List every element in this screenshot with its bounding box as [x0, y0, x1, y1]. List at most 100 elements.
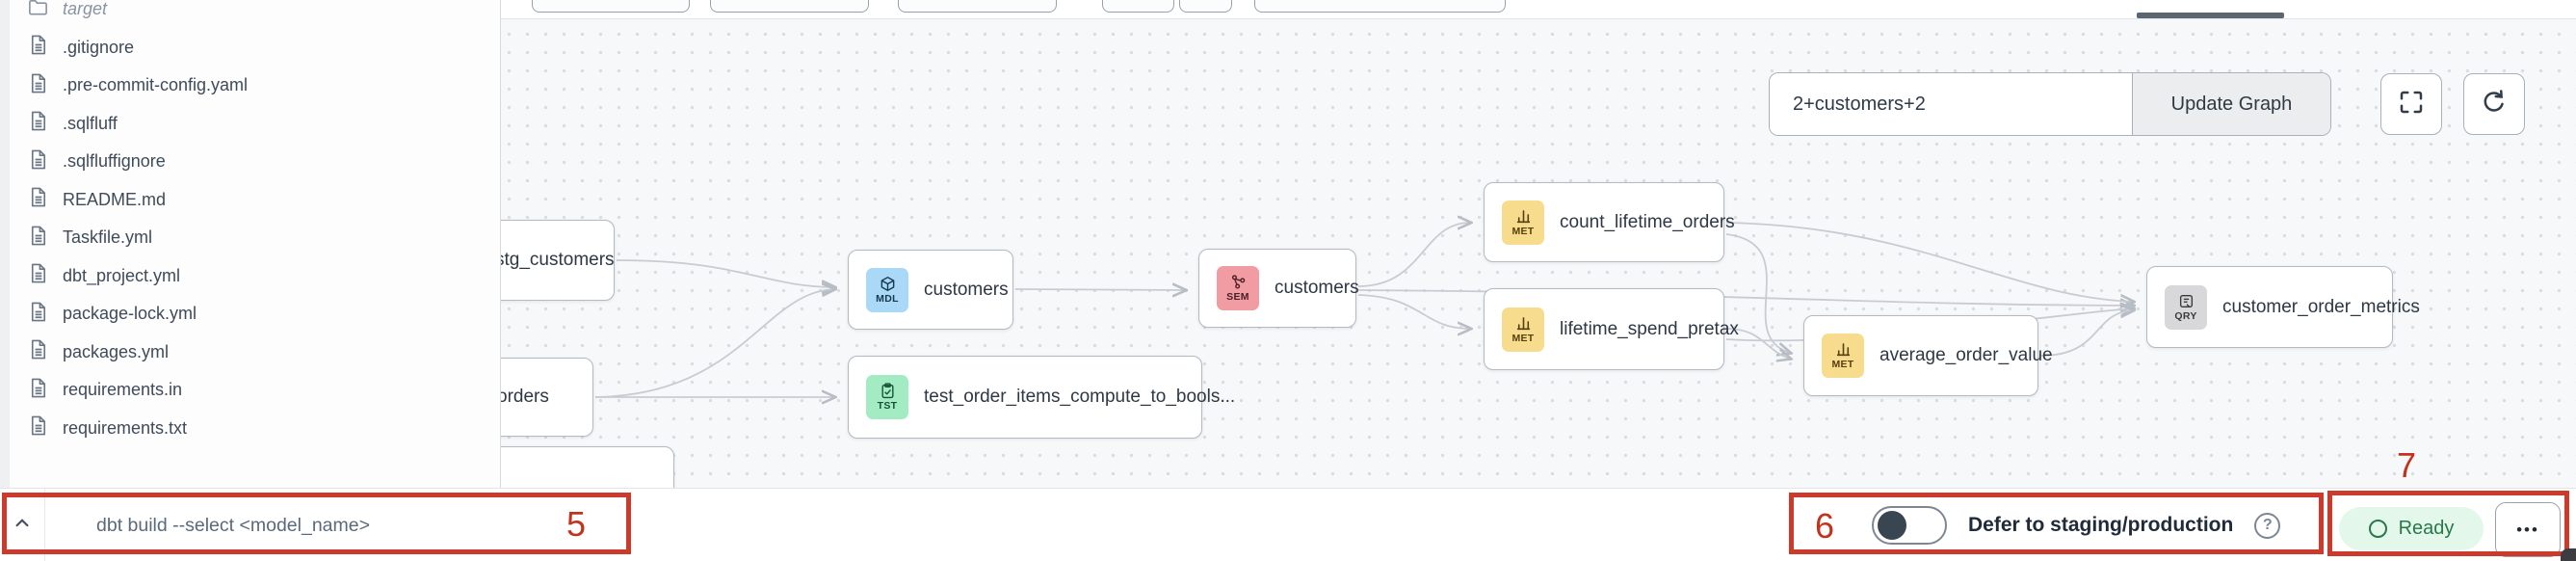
- graph-node-customer_order_metrics[interactable]: QRY customer_order_metrics: [2146, 266, 2420, 348]
- file-icon: [27, 110, 49, 137]
- graph-node-customers_model[interactable]: MDL customers: [848, 250, 1013, 330]
- graph-node-customers_semantic[interactable]: SEM customers: [1198, 249, 1359, 328]
- node-badge-qry: QRY: [2165, 284, 2207, 330]
- metric-bars-icon: [1835, 341, 1852, 358]
- node-badge-met: MET: [1502, 200, 1544, 245]
- toolbar-button-cutoff-4[interactable]: [1179, 0, 1232, 13]
- toolbar-button-cutoff-1[interactable]: [710, 0, 869, 13]
- node-label: count_lifetime_orders: [1560, 211, 1735, 232]
- toolbar-button-cutoff-0[interactable]: [532, 0, 690, 13]
- node-label: customers: [924, 279, 1009, 300]
- defer-group: Defer to staging/production ?: [1872, 489, 2281, 561]
- status-badge[interactable]: Ready: [2339, 507, 2484, 550]
- file-label: requirements.in: [63, 380, 183, 400]
- semantic-branch-icon: [1230, 274, 1247, 290]
- graph-node-test_order_items[interactable]: TST test_order_items_compute_to_bools...: [848, 356, 1235, 439]
- status-label: Ready: [2398, 518, 2455, 539]
- file-icon: [27, 338, 49, 365]
- graph-node-lifetime_spend_pretax[interactable]: MET lifetime_spend_pretax: [1484, 288, 1739, 370]
- toolbar-button-cutoff-2[interactable]: [898, 0, 1057, 13]
- file-item-readme-md[interactable]: README.md: [0, 181, 500, 220]
- node-label: customers: [1275, 278, 1359, 298]
- node-label: stg_customers: [495, 250, 615, 270]
- graph-node-average_order_value[interactable]: MET average_order_value: [1803, 315, 2053, 396]
- file-label: requirements.txt: [63, 417, 188, 438]
- file-item--sqlfluff[interactable]: .sqlfluff: [0, 105, 500, 144]
- file-item-packages-yml[interactable]: packages.yml: [0, 334, 500, 372]
- badge-label: MDL: [876, 292, 899, 305]
- file-item-taskfile-yml[interactable]: Taskfile.yml: [0, 219, 500, 257]
- graph-node-count_lifetime_orders[interactable]: MET count_lifetime_orders: [1484, 182, 1735, 262]
- defer-label: Defer to staging/production: [1968, 514, 2234, 536]
- corner-artifact: [2561, 548, 2576, 561]
- file-icon: [27, 262, 49, 289]
- status-circle-icon: [2368, 520, 2387, 538]
- file-icon: [27, 34, 49, 61]
- refresh-graph-button[interactable]: [2463, 73, 2525, 135]
- collapse-panel-button[interactable]: [0, 489, 45, 561]
- file-icon: [27, 72, 49, 99]
- metric-bars-icon: [1515, 315, 1532, 332]
- badge-label: QRY: [2174, 309, 2197, 322]
- file-item-dbt-project-yml[interactable]: dbt_project.yml: [0, 257, 500, 296]
- file-label: .sqlfluff: [63, 113, 118, 133]
- node-label: customer_order_metrics: [2222, 296, 2420, 317]
- file-item--pre-commit-config-yaml[interactable]: .pre-commit-config.yaml: [0, 67, 500, 105]
- node-badge-tst: TST: [866, 375, 908, 419]
- node-label: test_order_items_compute_to_bools...: [924, 387, 1236, 407]
- file-label: README.md: [63, 189, 167, 209]
- node-badge-met: MET: [1502, 307, 1544, 352]
- node-badge-sem: SEM: [1217, 266, 1259, 310]
- toggle-knob: [1878, 511, 1906, 540]
- file-item-package-lock-yml[interactable]: package-lock.yml: [0, 295, 500, 334]
- node-label: lifetime_spend_pretax: [1560, 318, 1739, 339]
- graph-controls: Update Graph: [1769, 72, 2525, 136]
- badge-label: SEM: [1226, 291, 1249, 303]
- file-explorer-panel: target .gitignore .pre-commit-config.yaml.…: [0, 0, 501, 488]
- file-label: target: [63, 0, 108, 19]
- help-icon[interactable]: ?: [2254, 512, 2281, 539]
- file-item-requirements-in[interactable]: requirements.in: [0, 371, 500, 410]
- file-list: target .gitignore .pre-commit-config.yaml.…: [0, 0, 500, 447]
- update-graph-button[interactable]: Update Graph: [2132, 73, 2330, 135]
- node-label: orders: [497, 387, 549, 407]
- file-label: packages.yml: [63, 341, 170, 361]
- toolbar-button-cutoff-3[interactable]: [1102, 0, 1174, 13]
- folder-item-target[interactable]: target: [0, 0, 500, 29]
- graph-selector-input[interactable]: [1770, 73, 2132, 135]
- bottom-status-bar: dbt build --select <model_name> Defer to…: [0, 488, 2576, 561]
- file-item--sqlfluffignore[interactable]: .sqlfluffignore: [0, 143, 500, 181]
- metric-bars-icon: [1515, 208, 1532, 225]
- defer-toggle-switch[interactable]: [1872, 506, 1947, 545]
- file-icon: [27, 148, 49, 175]
- folder-icon: [27, 0, 49, 23]
- file-label: .gitignore: [63, 37, 135, 57]
- model-cube-icon: [880, 276, 896, 292]
- top-toolbar-cut-off: [0, 0, 2576, 19]
- file-icon: [27, 301, 49, 328]
- saved-query-icon: [2178, 293, 2195, 309]
- chevron-up-icon: [10, 511, 35, 541]
- badge-label: MET: [1831, 359, 1854, 370]
- badge-label: MET: [1511, 225, 1535, 237]
- command-input[interactable]: dbt build --select <model_name>: [96, 514, 370, 536]
- toolbar-button-cutoff-5[interactable]: [1254, 0, 1506, 13]
- file-label: .sqlfluffignore: [63, 151, 166, 172]
- file-icon: [27, 186, 49, 213]
- node-badge-met: MET: [1822, 334, 1864, 378]
- overflow-menu-button[interactable]: •••: [2495, 502, 2561, 557]
- file-label: Taskfile.yml: [63, 227, 153, 248]
- file-icon: [27, 225, 49, 252]
- file-label: .pre-commit-config.yaml: [63, 75, 249, 95]
- file-item-requirements-txt[interactable]: requirements.txt: [0, 410, 500, 448]
- badge-label: TST: [877, 400, 898, 412]
- fullscreen-button[interactable]: [2380, 73, 2442, 135]
- active-tab-indicator: [2137, 13, 2284, 18]
- fullscreen-icon: [2397, 88, 2426, 121]
- node-label: average_order_value: [1879, 345, 2053, 365]
- file-item--gitignore[interactable]: .gitignore: [0, 29, 500, 67]
- file-label: package-lock.yml: [63, 304, 197, 324]
- file-label: dbt_project.yml: [63, 265, 181, 285]
- badge-label: MET: [1511, 332, 1535, 344]
